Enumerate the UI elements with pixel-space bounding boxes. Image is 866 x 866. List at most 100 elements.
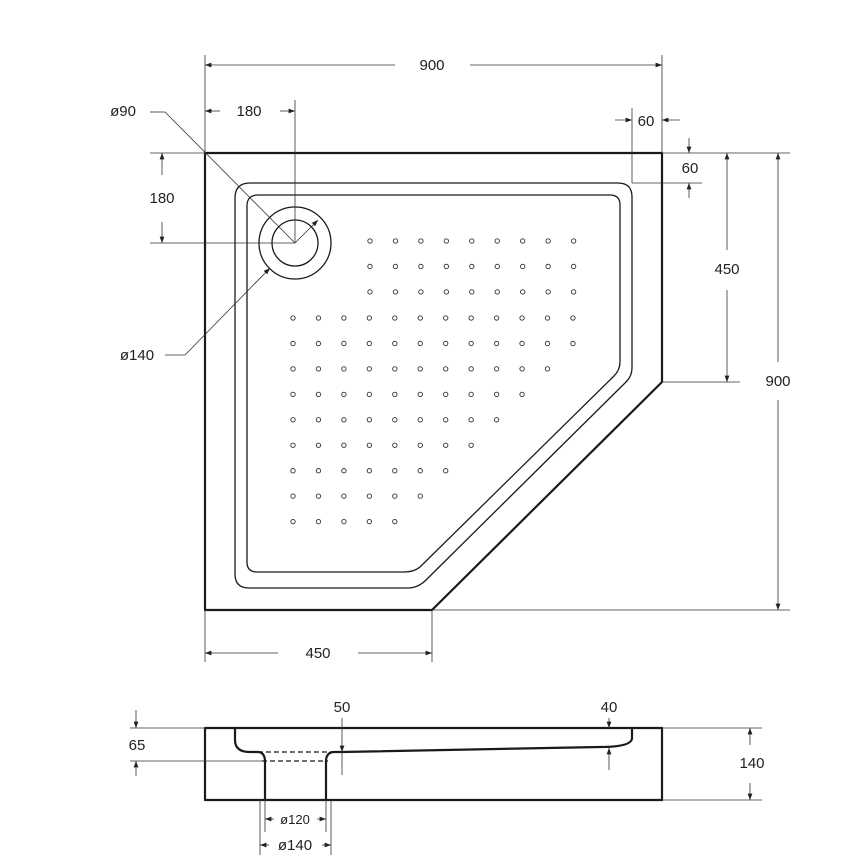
tray-basin: [246, 194, 621, 573]
anti-slip-dot: [366, 518, 372, 525]
anti-slip-dot: [570, 263, 577, 270]
anti-slip-dot: [392, 493, 398, 499]
tray-outline: [203, 151, 664, 612]
anti-slip-dot: [417, 315, 423, 321]
anti-slip-dot: [392, 315, 398, 321]
anti-slip-dot: [366, 391, 372, 397]
anti-slip-dot: [418, 263, 424, 270]
anti-slip-dot: [494, 238, 500, 244]
anti-slip-dot: [443, 315, 449, 321]
anti-slip-dot: [341, 468, 347, 474]
anti-slip-dot: [418, 238, 424, 244]
anti-slip-dot: [392, 238, 399, 244]
side-outline: [203, 726, 664, 802]
anti-slip-dot: [315, 366, 322, 372]
anti-slip-dot: [468, 315, 474, 321]
anti-slip-dot: [392, 442, 398, 448]
anti-slip-dot: [443, 391, 449, 397]
anti-slip-dot: [366, 468, 372, 474]
anti-slip-dot: [520, 263, 526, 270]
anti-slip-dot: [443, 366, 449, 372]
anti-slip-dot: [341, 340, 347, 347]
anti-slip-dot: [443, 468, 449, 474]
anti-slip-dot: [418, 289, 424, 295]
anti-slip-dot: [341, 417, 347, 423]
drain-inner-diameter: ø90: [110, 103, 136, 120]
anti-slip-dot: [520, 289, 526, 295]
anti-slip-dot: [493, 315, 500, 321]
anti-slip-dot: [290, 442, 296, 448]
anti-slip-dot: [417, 442, 423, 448]
anti-slip-dot: [392, 518, 398, 525]
anti-slip-dot: [519, 366, 525, 372]
anti-slip-dot: [545, 238, 551, 244]
anti-slip-dot: [417, 340, 423, 347]
anti-slip-dot: [341, 366, 347, 372]
side-basin-profile: [233, 728, 634, 800]
anti-slip-dot: [469, 289, 475, 295]
anti-slip-dot: [570, 340, 576, 347]
anti-slip-dot: [417, 366, 423, 372]
anti-slip-dot: [315, 315, 322, 321]
anti-slip-dot: [290, 340, 296, 347]
anti-slip-dot: [417, 391, 423, 397]
anti-slip-dot: [443, 340, 449, 347]
dim-drain-depth: 65: [129, 737, 146, 754]
anti-slip-dot: [290, 468, 296, 474]
dim-bottom-left: 50: [334, 699, 351, 716]
tray-rim: [234, 182, 633, 589]
anti-slip-dot: [443, 442, 449, 448]
anti-slip-dot: [315, 340, 322, 347]
anti-slip-dot: [494, 263, 500, 270]
anti-slip-dot: [366, 442, 372, 448]
anti-slip-dot: [367, 263, 373, 270]
anti-slip-dot: [469, 263, 475, 270]
anti-slip-dot: [366, 340, 372, 347]
anti-slip-dot: [544, 366, 551, 372]
anti-slip-dot: [290, 417, 296, 423]
anti-slip-dot: [519, 340, 525, 347]
anti-slip-dot: [366, 417, 372, 423]
anti-slip-dot: [519, 391, 525, 397]
anti-slip-dot: [392, 289, 399, 295]
anti-slip-dot: [392, 340, 398, 347]
anti-slip-dot: [417, 468, 423, 474]
dim-side-right: 450: [714, 261, 739, 278]
dim-outlet-outer: ø140: [278, 837, 312, 854]
anti-slip-dot: [341, 518, 347, 525]
dim-depth: 900: [765, 373, 790, 390]
drain-outer-diameter: ø140: [120, 347, 154, 364]
anti-slip-dot: [341, 391, 347, 397]
anti-slip-dot: [443, 289, 449, 295]
dim-bottom-right: 40: [601, 699, 618, 716]
anti-slip-dot: [392, 468, 398, 474]
anti-slip-dot: [366, 315, 372, 321]
anti-slip-dot: [493, 417, 500, 423]
anti-slip-dot: [417, 493, 423, 499]
anti-slip-dot: [367, 289, 373, 295]
anti-slip-dot: [570, 238, 577, 244]
anti-slip-dot: [290, 518, 296, 525]
anti-slip-dot: [443, 238, 449, 244]
anti-slip-dot: [392, 366, 398, 372]
anti-slip-dot: [290, 315, 296, 321]
anti-slip-dot: [468, 417, 474, 423]
dim-rim-top: 60: [682, 160, 699, 177]
anti-slip-dot: [468, 442, 474, 448]
anti-slip-dot: [468, 391, 474, 397]
anti-slip-dot: [545, 263, 551, 270]
dim-rim-right: 60: [638, 113, 655, 130]
anti-slip-dot: [570, 315, 576, 321]
anti-slip-dot: [469, 238, 475, 244]
anti-slip-dot: [417, 417, 423, 423]
anti-slip-dot: [493, 340, 500, 347]
anti-slip-dot: [494, 289, 500, 295]
anti-slip-dot: [315, 442, 322, 448]
anti-slip-dot: [493, 366, 500, 372]
anti-slip-dot: [366, 366, 372, 372]
anti-slip-dot: [315, 417, 322, 423]
anti-slip-dot: [570, 289, 577, 295]
anti-slip-dot: [315, 493, 322, 499]
side-view: 65 50 40 140 ø120 ø140: [129, 699, 765, 855]
